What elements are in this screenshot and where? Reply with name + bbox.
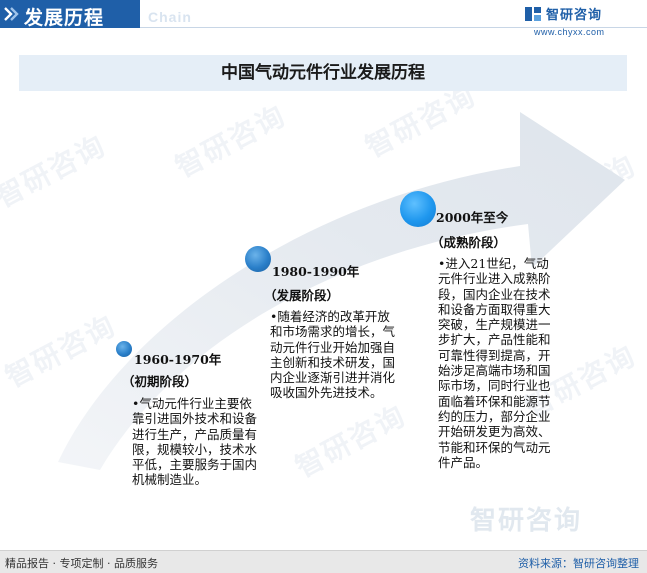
stage-3-name: （成熟阶段） xyxy=(431,235,507,250)
logo-mark-icon xyxy=(525,7,541,21)
footer-source: 资料来源：智研咨询整理 xyxy=(518,557,639,570)
header: 发展历程 Chain xyxy=(0,0,647,30)
watermark: 智研咨询 xyxy=(470,506,583,536)
arrow-shape xyxy=(58,112,625,470)
stage-2-period: 1980-1990年 xyxy=(272,264,360,279)
logo-name: 智研咨询 xyxy=(546,8,603,23)
stage-1-description: •气动元件行业主要依靠引进国外技术和设备进行生产，产品质量有限，规模较小，技术水… xyxy=(132,396,258,488)
footer-tagline: 精品报告 · 专项定制 · 品质服务 xyxy=(5,557,158,570)
timeline-node-1 xyxy=(116,341,132,357)
double-chevron-icon xyxy=(4,7,19,21)
header-divider xyxy=(140,27,647,28)
timeline-node-3 xyxy=(400,191,436,227)
stage-3-period: 2000年至今 xyxy=(436,210,509,225)
section-title: 发展历程 xyxy=(24,7,105,29)
stage-3-description: •进入21世纪，气动元件行业进入成熟阶段，国内企业在技术和设备方面取得重大突破，… xyxy=(438,256,551,470)
stage-1-name: （初期阶段） xyxy=(122,374,198,389)
title-banner: 中国气动元件行业发展历程 xyxy=(19,55,627,91)
footer: 精品报告 · 专项定制 · 品质服务 资料来源：智研咨询整理 xyxy=(0,550,647,573)
timeline-node-2 xyxy=(245,246,271,272)
header-bar: 发展历程 xyxy=(0,0,140,29)
logo-url: www.chyxx.com xyxy=(534,27,605,37)
section-subtitle: Chain xyxy=(148,9,192,25)
stage-2-name: （发展阶段） xyxy=(264,288,340,303)
brand-logo: 智研咨询 www.chyxx.com xyxy=(524,3,639,39)
stage-2-description: •随着经济的改革开放和市场需求的增长，气动元件行业开始加强自主创新和技术研发，国… xyxy=(270,309,396,401)
stage-1-period: 1960-1970年 xyxy=(134,352,222,367)
chart-title: 中国气动元件行业发展历程 xyxy=(221,63,425,83)
